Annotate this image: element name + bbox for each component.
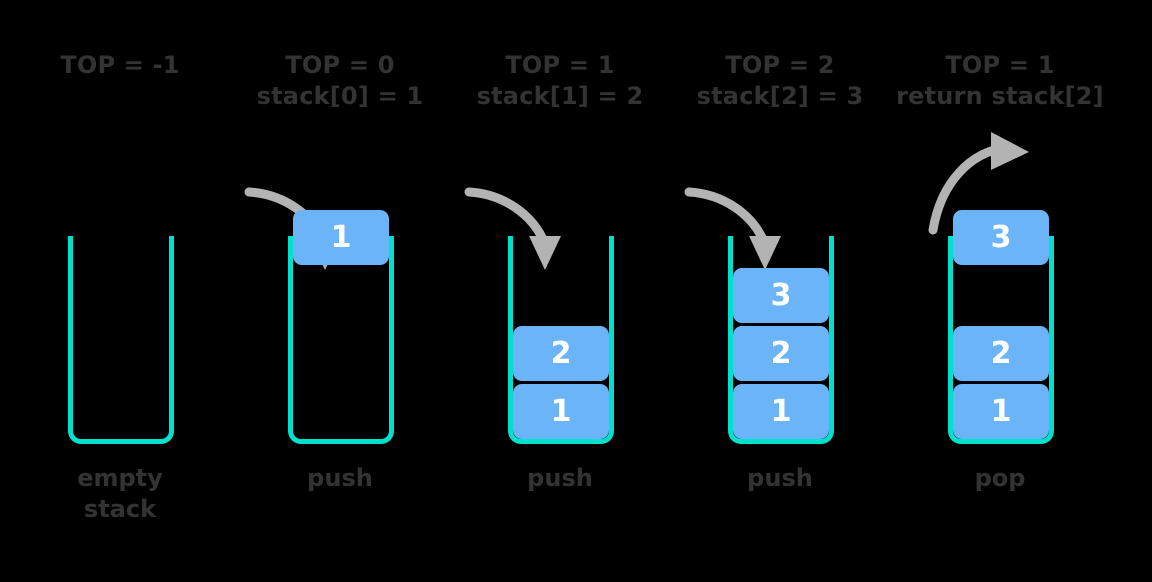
- caption-line: TOP = 1: [945, 51, 1055, 79]
- operation-line: push: [307, 464, 373, 492]
- caption-line: TOP = 0: [285, 51, 395, 79]
- stack-cell: 1: [513, 384, 609, 439]
- caption-empty: TOP = -1: [5, 50, 235, 81]
- stack-cell: 2: [953, 326, 1049, 381]
- caption-line: TOP = 1: [505, 51, 615, 79]
- stack-cell: 1: [953, 384, 1049, 439]
- caption-line: stack[2] = 3: [696, 82, 864, 110]
- stack-cell: 2: [733, 326, 829, 381]
- stack-cell: 1: [293, 210, 389, 265]
- stack-cell: 1: [733, 384, 829, 439]
- stack-container-empty: [68, 236, 174, 444]
- caption-line: TOP = 2: [725, 51, 835, 79]
- operation-label-push-3: push: [665, 463, 895, 494]
- caption-pop: TOP = 1 return stack[2]: [885, 50, 1115, 112]
- operation-label-pop: pop: [885, 463, 1115, 494]
- stack-column-push-1: TOP = 0 stack[0] = 1 1 push: [225, 0, 455, 582]
- stack-slots: 1: [293, 210, 389, 444]
- caption-line: TOP = -1: [60, 51, 180, 79]
- stack-cell: 2: [513, 326, 609, 381]
- operation-line: push: [527, 464, 593, 492]
- operation-line: stack: [83, 495, 157, 523]
- operation-line: pop: [974, 464, 1026, 492]
- caption-line: stack[0] = 1: [256, 82, 424, 110]
- stack-column-empty: TOP = -1 empty stack: [5, 0, 235, 582]
- stack-slots: [73, 236, 169, 444]
- caption-line: return stack[2]: [896, 82, 1104, 110]
- operation-label-push-2: push: [445, 463, 675, 494]
- stack-cell: 3: [733, 268, 829, 323]
- operation-line: push: [747, 464, 813, 492]
- operation-label-empty: empty stack: [5, 463, 235, 525]
- stack-cell: 3: [953, 210, 1049, 265]
- operation-line: empty: [77, 464, 163, 492]
- caption-push-2: TOP = 1 stack[1] = 2: [445, 50, 675, 112]
- caption-line: stack[1] = 2: [476, 82, 644, 110]
- caption-push-1: TOP = 0 stack[0] = 1: [225, 50, 455, 112]
- caption-push-3: TOP = 2 stack[2] = 3: [665, 50, 895, 112]
- stack-container-push-1: 1: [288, 210, 394, 444]
- operation-label-push-1: push: [225, 463, 455, 494]
